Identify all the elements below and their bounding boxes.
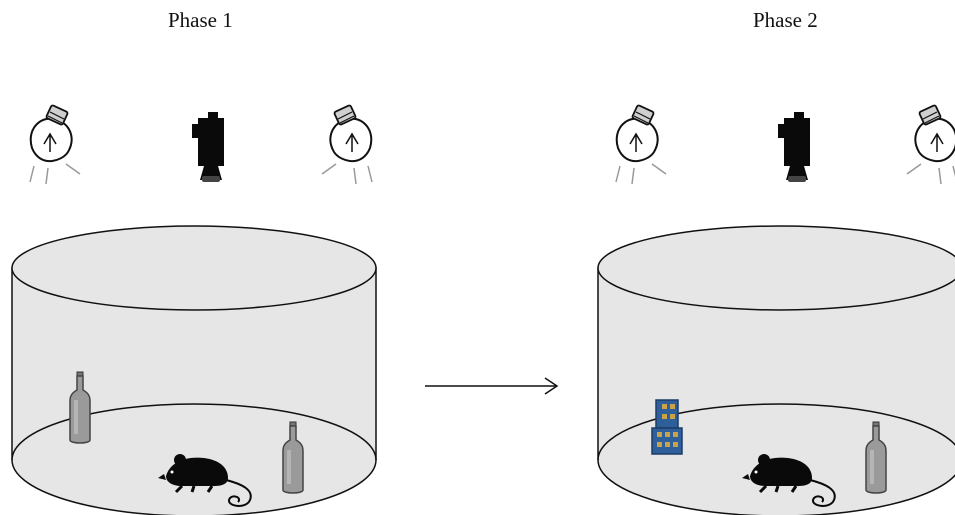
camera-icon <box>778 112 810 182</box>
light-bulb-icon <box>906 103 955 185</box>
phase-2-scene <box>597 103 955 515</box>
light-bulb-icon <box>615 103 667 185</box>
phase-1-scene <box>11 103 377 515</box>
arrow-right-icon <box>425 377 559 395</box>
light-bulb-icon <box>29 103 81 185</box>
camera-icon <box>192 112 224 182</box>
phase-1-title: Phase 1 <box>168 8 233 32</box>
light-bulb-icon <box>321 103 373 185</box>
lego-block-object <box>651 399 683 455</box>
phase-2-title: Phase 2 <box>753 8 818 32</box>
